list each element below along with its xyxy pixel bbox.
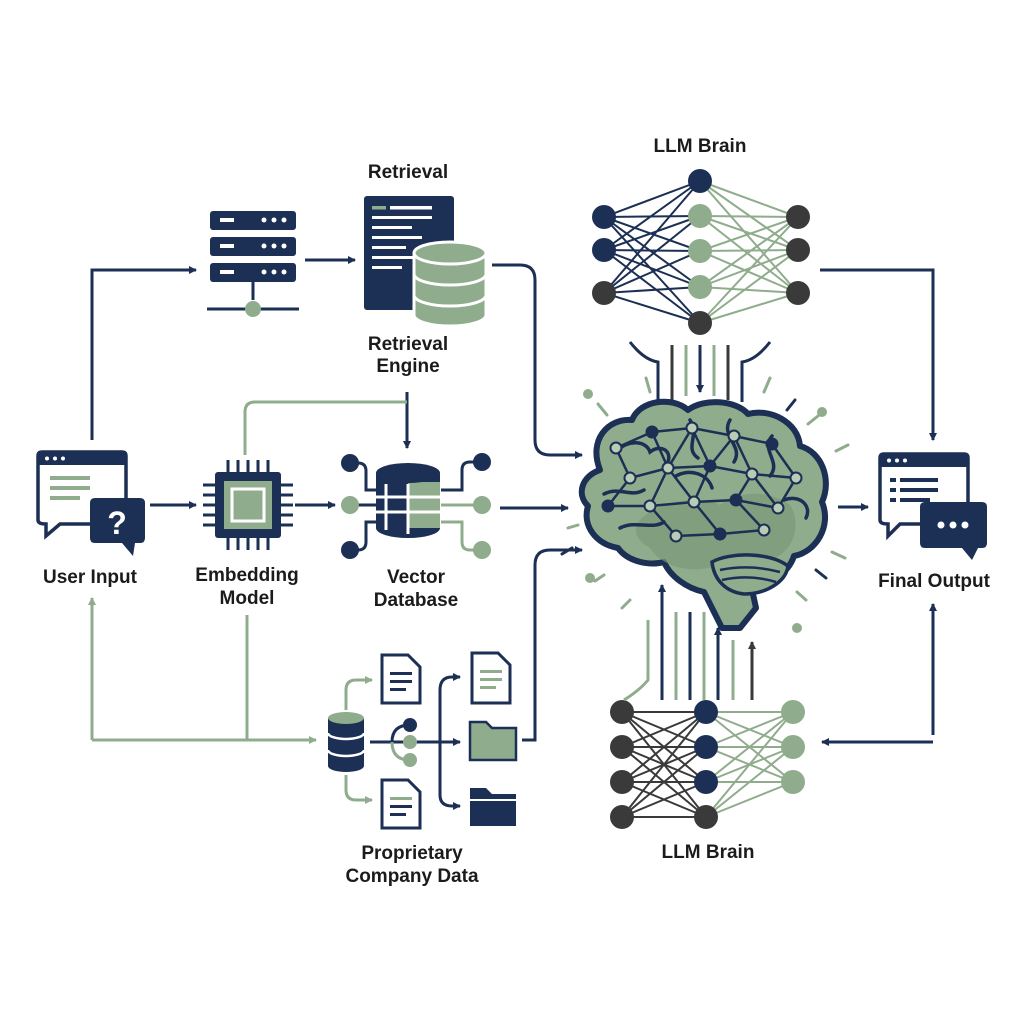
network-brain-wires bbox=[623, 341, 772, 702]
embedding-model-label-line1: Embedding bbox=[195, 565, 299, 586]
network-node bbox=[592, 205, 616, 229]
llm-brain-bottom-label: LLM Brain bbox=[661, 842, 755, 863]
proprietary-data-label-line2: Company Data bbox=[345, 866, 479, 887]
svg-text:?: ? bbox=[107, 505, 127, 541]
brain-node bbox=[757, 523, 771, 537]
brain-node bbox=[729, 493, 743, 507]
retrieval-engine-label-line2: Engine bbox=[376, 356, 440, 377]
retrieval-engine-label-line1: Retrieval bbox=[367, 334, 449, 355]
network-node bbox=[694, 770, 718, 794]
llm-brain-top-label: LLM Brain bbox=[653, 136, 747, 157]
brain-node bbox=[645, 425, 659, 439]
network-node bbox=[610, 735, 634, 759]
brain-node bbox=[703, 459, 717, 473]
embedding-model-label-line2: Model bbox=[219, 588, 275, 609]
brain-node bbox=[661, 461, 675, 475]
document-icon bbox=[380, 653, 422, 705]
chip-icon bbox=[203, 460, 293, 550]
brain-node bbox=[765, 437, 779, 451]
network-node bbox=[688, 169, 712, 193]
brain-node bbox=[745, 467, 759, 481]
neural-network-top-icon bbox=[592, 169, 810, 335]
user-input-icon: ? bbox=[36, 450, 145, 556]
network-node bbox=[688, 239, 712, 263]
vector-database-label-line2: Database bbox=[373, 590, 459, 611]
final-output-label: Final Output bbox=[878, 571, 990, 592]
neural-network-bottom-icon bbox=[610, 700, 805, 829]
network-node bbox=[694, 805, 718, 829]
brain-node bbox=[643, 499, 657, 513]
brain-node bbox=[601, 499, 615, 513]
brain-node bbox=[727, 429, 741, 443]
network-node bbox=[786, 205, 810, 229]
network-node bbox=[781, 735, 805, 759]
folder-icon bbox=[468, 720, 518, 762]
proprietary-data-label-line1: Proprietary bbox=[361, 843, 463, 864]
network-node bbox=[781, 770, 805, 794]
document-icon bbox=[380, 778, 422, 830]
company-data-icons bbox=[326, 651, 518, 830]
brain-node bbox=[771, 501, 785, 515]
network-node bbox=[688, 311, 712, 335]
user-input-label: User Input bbox=[43, 567, 137, 588]
connectors bbox=[88, 256, 937, 746]
document-database-icon bbox=[364, 196, 488, 328]
brain-node bbox=[609, 441, 623, 455]
brain-node bbox=[789, 471, 803, 485]
network-node bbox=[786, 238, 810, 262]
brain-node bbox=[623, 471, 637, 485]
vector-database-label-line1: Vector bbox=[386, 567, 446, 588]
network-node bbox=[610, 700, 634, 724]
network-node bbox=[688, 204, 712, 228]
folder-icon bbox=[470, 788, 516, 826]
database-icon bbox=[326, 712, 366, 772]
brain-node bbox=[713, 527, 727, 541]
network-node bbox=[781, 700, 805, 724]
retrieval-title: Retrieval bbox=[367, 162, 449, 183]
document-icon bbox=[470, 651, 512, 705]
network-node bbox=[688, 275, 712, 299]
network-node bbox=[592, 238, 616, 262]
brain-node bbox=[687, 495, 701, 509]
brain-node bbox=[685, 421, 699, 435]
database-table-icon bbox=[341, 453, 491, 559]
network-node bbox=[610, 770, 634, 794]
network-node bbox=[694, 735, 718, 759]
brain-icon bbox=[560, 375, 850, 633]
chat-window-output-icon bbox=[878, 452, 987, 560]
network-node bbox=[592, 281, 616, 305]
brain-node bbox=[669, 529, 683, 543]
server-rack-icon bbox=[207, 211, 299, 317]
network-node bbox=[786, 281, 810, 305]
network-node bbox=[694, 700, 718, 724]
network-node bbox=[610, 805, 634, 829]
